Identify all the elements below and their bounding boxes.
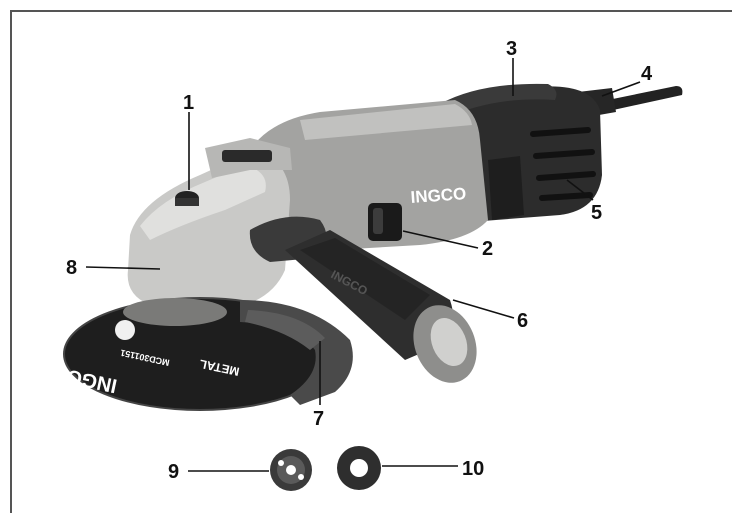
outer-flange-nut xyxy=(337,446,381,490)
leader-lines xyxy=(85,58,641,472)
top-grip xyxy=(440,83,557,118)
power-cord xyxy=(598,86,683,112)
handle-end-hole xyxy=(430,317,468,367)
side-panel xyxy=(488,156,524,220)
leader-5 xyxy=(566,179,594,201)
gear-head-top xyxy=(140,165,266,240)
leader-2 xyxy=(402,230,479,249)
bracket-slot xyxy=(222,150,272,162)
housing-brand-label: INGCO xyxy=(410,184,467,207)
rear-housing xyxy=(450,86,602,222)
callout-2: 2 xyxy=(482,238,493,260)
leader-4 xyxy=(601,81,641,97)
callout-3: 3 xyxy=(506,38,517,60)
air-vents xyxy=(530,127,596,201)
spindle-lock-stem xyxy=(175,198,199,206)
callout-8: 8 xyxy=(66,257,77,279)
grinder-illustration: INGCO INGCO MCD301151 METAL INGCO xyxy=(50,83,683,411)
callout-7: 7 xyxy=(313,408,324,430)
callout-9: 9 xyxy=(168,461,179,483)
wheel-guard xyxy=(240,300,353,405)
side-handle-grip xyxy=(300,238,430,320)
callout-10: 10 xyxy=(462,458,484,480)
wheel-guard-inner xyxy=(245,310,325,350)
callout-1: 1 xyxy=(183,92,194,114)
inner-flange xyxy=(270,449,312,491)
callout-4: 4 xyxy=(641,63,653,85)
callout-5: 5 xyxy=(591,202,602,224)
callout-6: 6 xyxy=(517,310,528,332)
leader-6 xyxy=(452,299,515,319)
motor-housing-highlight xyxy=(300,104,472,140)
flange-ring xyxy=(123,298,227,326)
leader-8 xyxy=(85,266,161,270)
slide-switch-highlight xyxy=(373,208,383,234)
disc-warning-icon xyxy=(115,320,135,340)
